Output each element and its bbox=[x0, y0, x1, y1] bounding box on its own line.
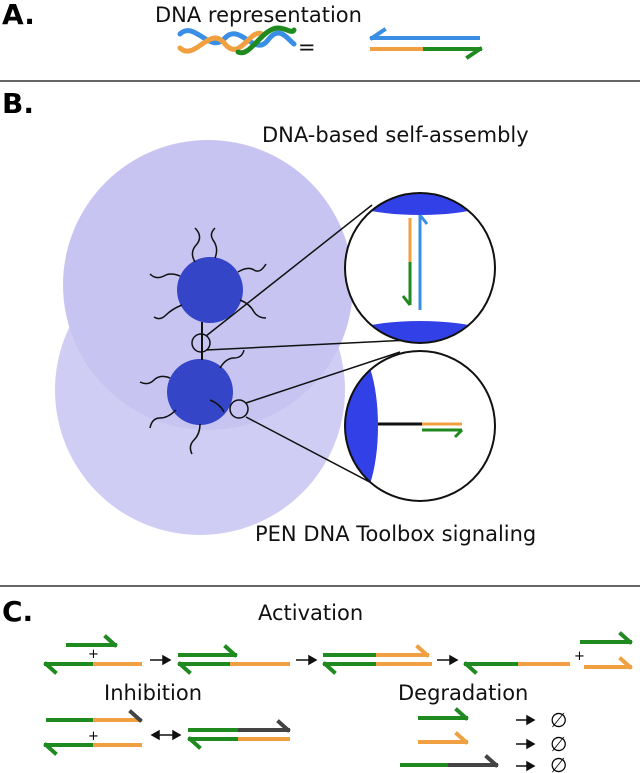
inhibition-scheme bbox=[43, 709, 291, 756]
plus-sign: + bbox=[88, 729, 99, 744]
activation-plus-signs: + + bbox=[88, 647, 585, 664]
plus-sign: + bbox=[574, 649, 585, 664]
degradation-heading: Degradation bbox=[398, 681, 528, 705]
equilibrium-arrow bbox=[150, 729, 182, 741]
empty-set-symbol: ∅ bbox=[550, 732, 567, 756]
panel-b-top-caption: DNA-based self-assembly bbox=[262, 123, 529, 147]
zoom-lines bbox=[205, 204, 411, 499]
panel-a: A. DNA representation = bbox=[2, 0, 483, 60]
reaction-arrows bbox=[150, 654, 459, 666]
top-particle bbox=[177, 257, 243, 323]
panel-a-label: A. bbox=[2, 0, 35, 31]
duplex-arrow-icon bbox=[369, 27, 483, 60]
panel-c: C. Activation Inhibition Degradation bbox=[2, 595, 633, 773]
bottom-particle bbox=[167, 359, 233, 425]
panel-b-bottom-caption: PEN DNA Toolbox signaling bbox=[255, 522, 536, 546]
panel-c-label: C. bbox=[2, 595, 33, 628]
degradation-scheme bbox=[400, 707, 499, 768]
equals-sign: = bbox=[298, 35, 316, 59]
double-helix-icon bbox=[177, 25, 297, 56]
panel-b: B. DNA-based self-assembly bbox=[2, 87, 536, 546]
inset-hybridization bbox=[344, 192, 496, 344]
activation-heading: Activation bbox=[258, 601, 363, 625]
inhibition-heading: Inhibition bbox=[104, 681, 202, 705]
inset-signaling bbox=[344, 350, 496, 502]
empty-set-symbol: ∅ bbox=[550, 708, 567, 732]
empty-set-symbol: ∅ bbox=[550, 753, 567, 773]
degradation-arrows bbox=[516, 714, 536, 772]
plus-sign: + bbox=[88, 647, 99, 662]
panel-a-title: DNA representation bbox=[155, 3, 362, 27]
surface-strands bbox=[139, 227, 267, 455]
panel-b-label: B. bbox=[2, 87, 34, 120]
activation-scheme bbox=[43, 631, 633, 675]
zoom-marker-signal bbox=[229, 399, 249, 419]
zoom-marker-bond bbox=[191, 333, 211, 353]
